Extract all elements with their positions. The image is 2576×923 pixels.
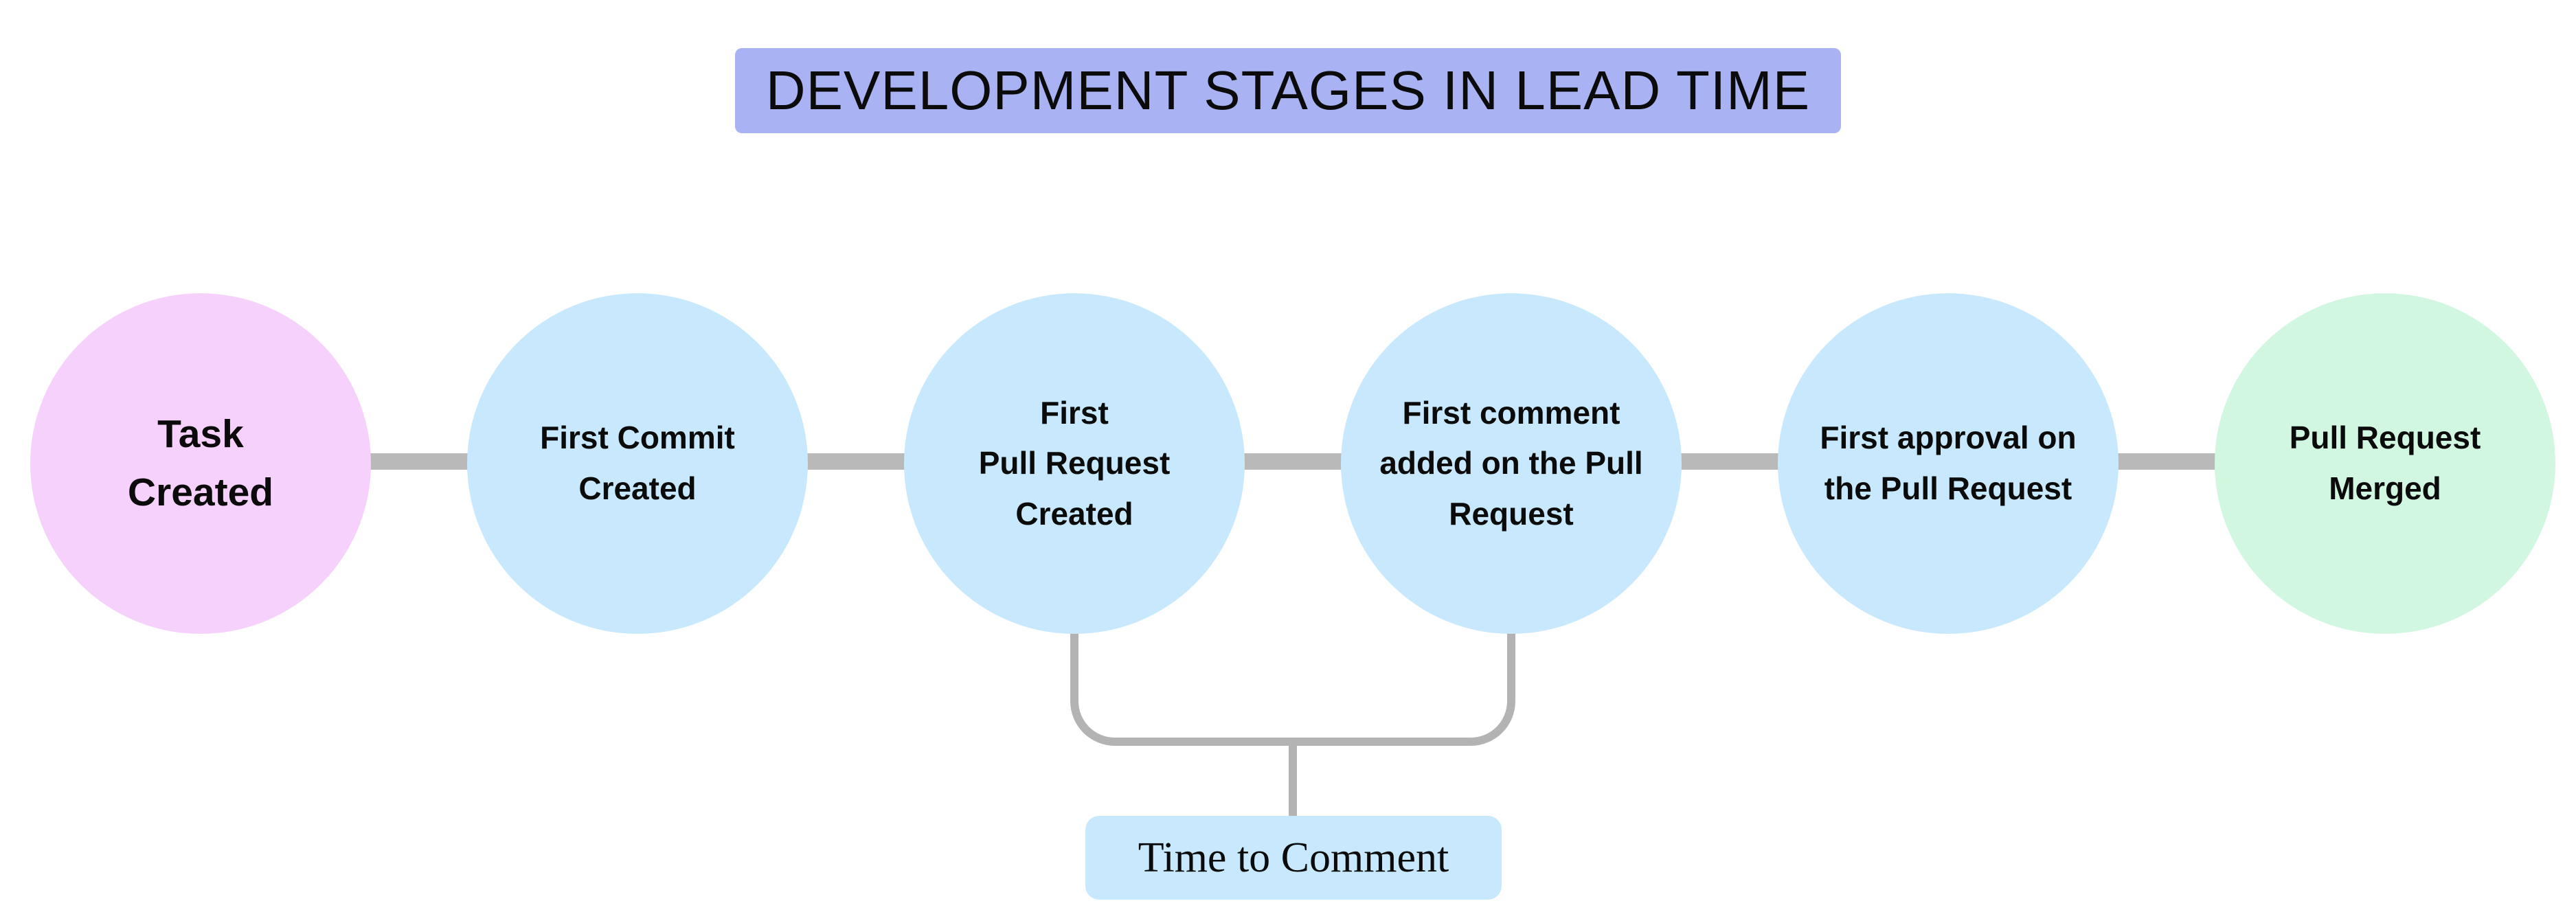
stage-circle-task-created: Task Created [30, 293, 371, 634]
time-to-comment-bracket [1070, 632, 1515, 746]
stage-label-first-approval: First approval on the Pull Request [1820, 420, 2077, 506]
stage-circle-pull-request-merged: Pull Request Merged [2215, 293, 2555, 634]
stage-circle-first-commit-created: First Commit Created [467, 293, 808, 634]
title-row: DEVELOPMENT STAGES IN LEAD TIME [0, 48, 2576, 133]
bracket-stem-line [1289, 738, 1297, 816]
stage-label-first-commit-created: First Commit Created [540, 420, 735, 506]
time-to-comment-label: Time to Comment [1138, 834, 1449, 881]
stage-label-task-created: Task Created [127, 411, 274, 515]
stage-circle-first-comment-added: First comment added on the Pull Request [1341, 293, 1682, 634]
stage-label-first-comment-added: First comment added on the Pull Request [1379, 394, 1643, 532]
stage-label-pull-request-merged: Pull Request Merged [2289, 420, 2481, 506]
stage-label-first-pull-request-created: First Pull Request Created [978, 394, 1171, 532]
stage-circle-first-pull-request-created: First Pull Request Created [904, 293, 1245, 634]
stage-circle-first-approval: First approval on the Pull Request [1778, 293, 2119, 634]
diagram-title: DEVELOPMENT STAGES IN LEAD TIME [734, 48, 1842, 133]
time-to-comment-label-box: Time to Comment [1085, 816, 1502, 900]
